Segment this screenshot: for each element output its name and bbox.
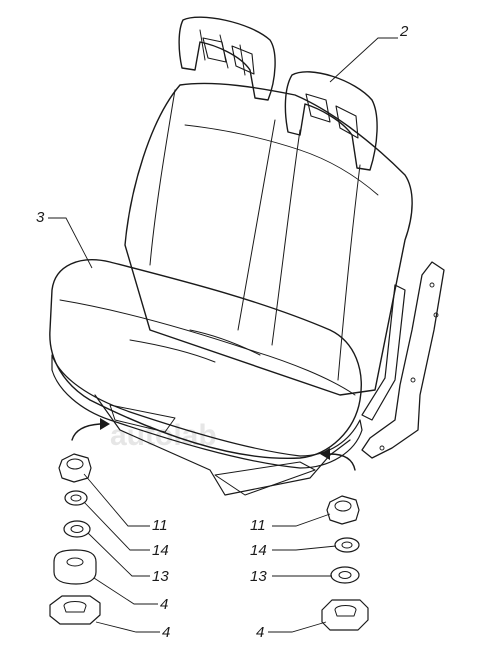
- arrow-left-head: [100, 418, 110, 430]
- split-washer-right: [334, 537, 360, 553]
- split-washer-left: [64, 490, 88, 506]
- callout-nut-left: 11: [152, 517, 168, 534]
- callout-nut-right: 11: [250, 517, 266, 534]
- callout-plate-left: 4: [162, 624, 170, 641]
- callout-split-washer-right: 14: [250, 542, 267, 559]
- arrow-left: [71, 423, 101, 441]
- seat-cushion: [49, 259, 362, 460]
- callout-seat: 3: [36, 209, 45, 226]
- seat-illustration: [49, 16, 413, 496]
- leader-14-right: [272, 545, 337, 551]
- leader-11-right: [272, 513, 331, 527]
- leader-4b-left: [95, 621, 160, 633]
- callout-flat-washer-left: 13: [152, 568, 169, 585]
- leader-13-left: [87, 532, 150, 577]
- plate-left: [49, 595, 101, 625]
- nut-right: [326, 495, 360, 525]
- leader-2: [329, 37, 398, 83]
- leader-14-left: [83, 501, 150, 551]
- callout-plate-right: 4: [256, 624, 264, 641]
- arrow-right-head: [320, 448, 330, 460]
- leader-11-left: [83, 473, 150, 527]
- hardware-left: [49, 453, 101, 625]
- watermark-text: autolab: [110, 419, 217, 452]
- spacer-left: [53, 549, 97, 585]
- flat-washer-left: [63, 520, 91, 538]
- arrow-right: [329, 453, 356, 471]
- callout-spacer-left: 4: [160, 596, 168, 613]
- leader-4-right: [268, 621, 327, 633]
- flat-washer-right: [330, 566, 360, 584]
- plate-right: [321, 599, 369, 631]
- headrest-left: [178, 16, 276, 101]
- hardware-right: [321, 495, 369, 631]
- callout-split-washer-left: 14: [152, 542, 169, 559]
- nut-left: [58, 453, 92, 483]
- callout-headrest: 2: [399, 23, 409, 40]
- side-bracket: [361, 261, 445, 459]
- callout-flat-washer-right: 13: [250, 568, 267, 585]
- leader-4a-left: [93, 577, 158, 605]
- headrest-right: [284, 71, 378, 171]
- leader-3: [48, 217, 93, 269]
